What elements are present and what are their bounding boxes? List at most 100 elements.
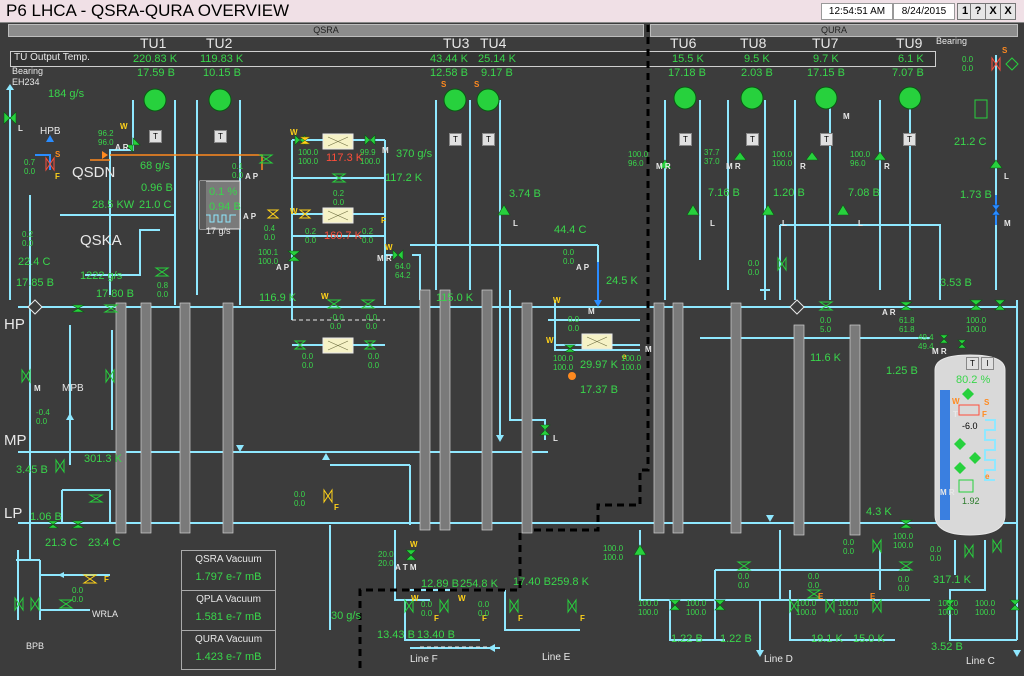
tu7-name: TU7: [812, 35, 839, 51]
level-802: 80.2 %: [956, 374, 991, 386]
section-qura: QURA: [650, 24, 1018, 37]
tu9-trend-button[interactable]: T: [903, 133, 916, 146]
tu6-trend-button[interactable]: T: [679, 133, 692, 146]
close-button[interactable]: X: [1000, 3, 1016, 20]
tu8-sub: 2.03 B: [741, 67, 773, 79]
clock-time: 12:54:51 AM: [821, 3, 893, 20]
tu3-name: TU3: [443, 35, 470, 51]
vacuum-qpla-value: 1.581 e-7 mB: [195, 611, 262, 623]
tu8-name: TU8: [740, 35, 767, 51]
tu7-trend-button[interactable]: T: [820, 133, 833, 146]
hx-diamonds: [27, 299, 805, 315]
tu9-sub: 7.07 B: [892, 67, 924, 79]
vacuum-qura: QURA Vacuum 1.423 e-7 mB: [182, 631, 275, 670]
lp-label: LP: [4, 505, 23, 522]
valve-f-wrla: F: [104, 575, 109, 584]
dryer-unit: [199, 180, 241, 230]
valve-f-linef2: F: [482, 614, 487, 623]
valve-atm-linef: A T M: [395, 563, 417, 572]
tu4-trend-button[interactable]: T: [482, 133, 495, 146]
tu6-name: TU6: [670, 35, 697, 51]
valve-l-left: L: [18, 124, 23, 133]
valve-l-tu4: L: [513, 219, 518, 228]
section-qsra: QSRA: [8, 24, 644, 37]
valve-m-left: M: [34, 384, 41, 393]
tu9-temp: 6.1 K: [898, 53, 924, 65]
flow-68: 68 g/s: [140, 160, 170, 172]
line-d-label: Line D: [764, 654, 793, 665]
temp-245: 24.5 K: [606, 275, 638, 287]
flow-370: 370 g/s: [396, 148, 433, 160]
flow-arrows: [6, 84, 1021, 657]
temp-1169: 116.9 K: [259, 292, 297, 304]
tu9-name: TU9: [896, 35, 923, 51]
coldbox-trend-button[interactable]: T: [966, 357, 979, 370]
tu4-name: TU4: [480, 35, 507, 51]
temp-210: 21.0 C: [139, 199, 172, 211]
valve-mr-tu8: M R: [726, 162, 741, 171]
compressors: [143, 86, 922, 112]
minimize-button[interactable]: ?: [970, 3, 986, 20]
temp-2548: 254.8 K: [460, 578, 498, 590]
valve-w-linef: W: [410, 540, 418, 549]
valve-mr-coldbox2: M R: [940, 488, 955, 497]
line-f-label: Line F: [410, 654, 438, 665]
temp-150: 15.0 K: [853, 633, 885, 645]
valve-08: 0.8: [157, 281, 169, 290]
maximize-button[interactable]: X: [985, 3, 1001, 20]
flow-30: 30 g/s: [331, 610, 361, 622]
pct-01: 0.1 %: [209, 186, 238, 198]
valve-mr-tu6: M R: [656, 162, 671, 171]
bearing-right-label: Bearing: [936, 36, 968, 46]
temp-444: 44.4 C: [554, 224, 587, 236]
valve-ap-turbine: A P: [276, 263, 290, 272]
coldbox-info-button[interactable]: I: [981, 357, 994, 370]
temp-1172: 117.2 K: [385, 172, 423, 184]
valve-e-coldbox: e: [985, 472, 990, 481]
cold-box-vessel: [934, 354, 1006, 536]
tu2-trend-button[interactable]: T: [214, 130, 227, 143]
valve-mr-turbine: M R: [377, 254, 392, 263]
tu-output-box: [10, 51, 936, 67]
temp-3013: 301.3 K: [84, 453, 122, 465]
vacuum-panel: QSRA Vacuum 1.797 e-7 mB QPLA Vacuum 1.5…: [181, 550, 276, 670]
orange-arrows: [102, 151, 108, 159]
pressure-352: 3.52 B: [931, 641, 963, 653]
title-bar: P6 LHCA - QSRA-QURA OVERVIEW 12:54:51 AM…: [0, 0, 1024, 23]
tu2-temp: 119.83 K: [200, 53, 244, 65]
valve-w-linef3: W: [458, 594, 466, 603]
temp-2997: 29.97 K: [580, 359, 618, 371]
valve-ap-tu4: A P: [576, 263, 590, 272]
tu3-temp: 43.44 K: [430, 53, 468, 65]
valve-ap-dryer: A P: [245, 172, 259, 181]
valve-l-mp: L: [553, 434, 558, 443]
tu1-trend-button[interactable]: T: [149, 130, 162, 143]
valve-l-tu8: L: [782, 219, 787, 228]
pressure-1343: 13.43 B: [377, 629, 415, 641]
valve-s-coldbox: S: [984, 398, 990, 407]
pressure-345: 3.45 B: [16, 464, 48, 476]
pressure-122a: 1.22 B: [671, 633, 703, 645]
valve-f-linee: F: [518, 614, 523, 623]
tu1-temp: 220.83 K: [133, 53, 178, 65]
valve-t-coldbox: T: [953, 410, 958, 419]
pressure-1740: 17.40 B: [513, 576, 551, 588]
tu8-trend-button[interactable]: T: [746, 133, 759, 146]
tu3-trend-button[interactable]: T: [449, 133, 462, 146]
pressure-1289: 12.89 B: [421, 578, 459, 590]
